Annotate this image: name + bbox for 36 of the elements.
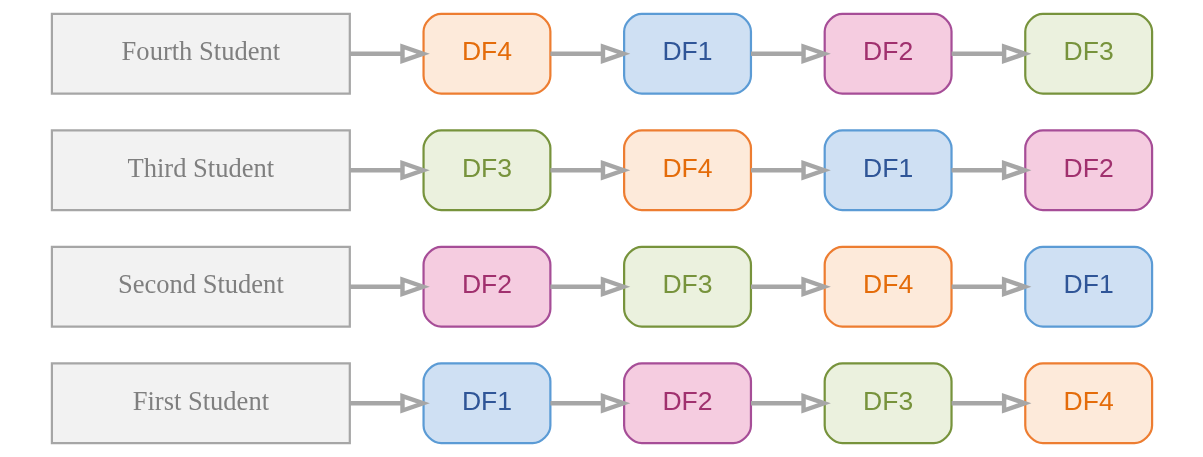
node-box: DF1	[421, 362, 551, 445]
node-box: DF1	[1023, 245, 1153, 328]
arrow	[349, 276, 430, 298]
arrow	[349, 392, 430, 414]
node-box: Third Student	[50, 129, 351, 212]
arrow	[951, 43, 1031, 65]
node-box: DF2	[1023, 129, 1153, 212]
node-box: DF4	[823, 245, 953, 328]
arrow	[951, 159, 1031, 181]
node-box: DF3	[823, 362, 953, 445]
arrow	[549, 43, 630, 65]
node-box: DF3	[1023, 12, 1153, 95]
arrow	[750, 276, 831, 298]
arrow	[951, 276, 1031, 298]
arrow	[750, 392, 831, 414]
arrow	[951, 392, 1031, 414]
arrow	[549, 392, 630, 414]
arrow	[549, 276, 630, 298]
node-box: DF2	[823, 12, 953, 95]
arrow	[349, 159, 430, 181]
node-box: DF4	[421, 12, 551, 95]
arrow	[549, 159, 630, 181]
node-box: DF4	[622, 129, 752, 212]
node-box: Fourth Student	[50, 12, 351, 95]
node-box: Second Student	[50, 245, 351, 328]
arrow	[750, 159, 831, 181]
node-box: DF3	[421, 129, 551, 212]
node-box: DF3	[622, 245, 752, 328]
node-box: DF1	[622, 12, 752, 95]
node-box: First Student	[50, 362, 351, 445]
arrow	[349, 43, 430, 65]
arrow	[750, 43, 831, 65]
node-box: DF1	[823, 129, 953, 212]
node-box: DF2	[421, 245, 551, 328]
node-box: DF2	[622, 362, 752, 445]
node-box: DF4	[1023, 362, 1153, 445]
